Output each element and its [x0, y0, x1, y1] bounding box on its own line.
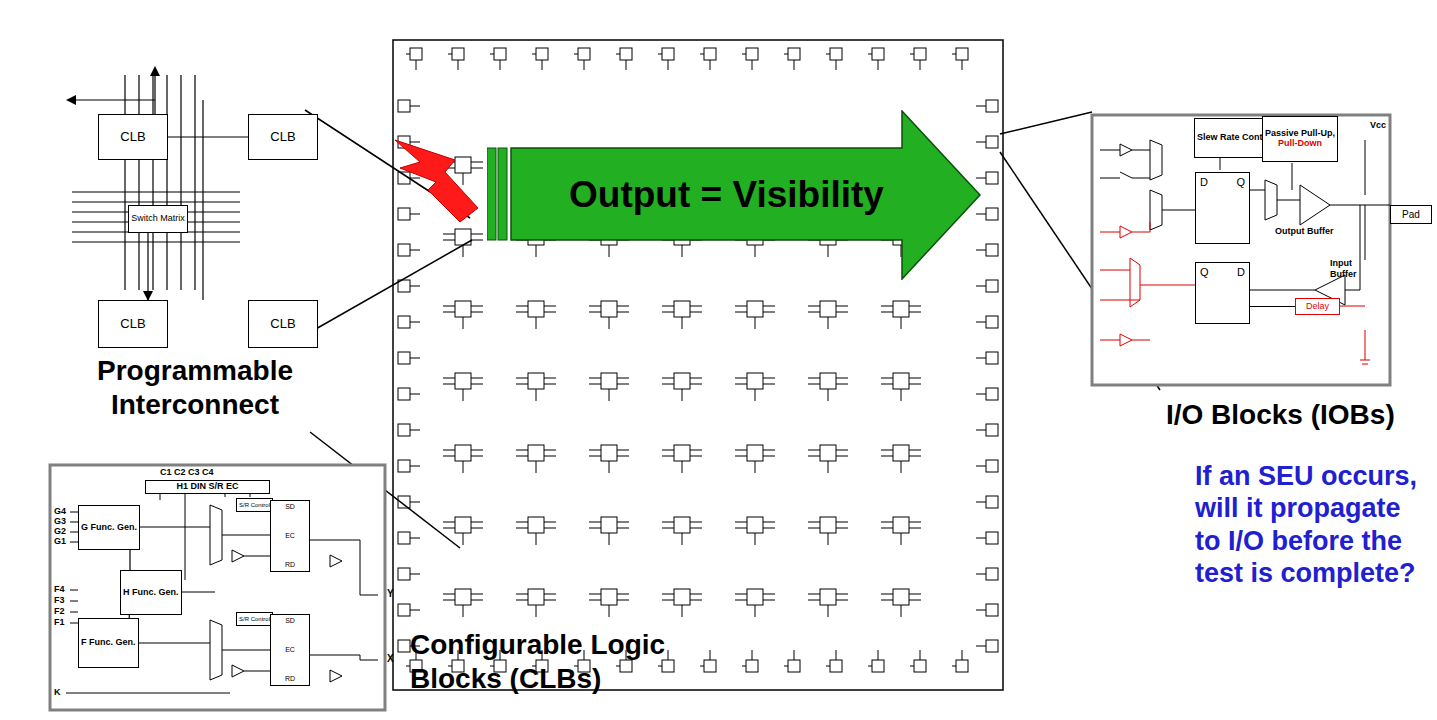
node-text: SD — [285, 617, 295, 625]
node-text: D — [1200, 176, 1208, 188]
signal-name: Output Buffer — [1275, 226, 1335, 237]
node-text: CLB — [270, 130, 295, 144]
node-text: S/R Control — [239, 616, 270, 623]
connector — [1250, 306, 1295, 307]
seu-lightning-bolt — [395, 140, 478, 222]
signal-name: G2 — [54, 526, 74, 537]
node-text: H Func. Gen. — [123, 588, 179, 598]
signal-name: F1 — [54, 617, 74, 628]
question-note: If an SEU occurs, will it propagate to I… — [1195, 460, 1433, 590]
chip-grid — [398, 48, 998, 672]
logic-box: Delay — [1295, 298, 1340, 315]
section-title: Programmable Interconnect — [60, 354, 330, 421]
connector — [168, 136, 248, 137]
section-title: I/O Blocks (IOBs) — [1166, 398, 1436, 432]
signal-name: Input Buffer — [1330, 258, 1380, 280]
logic-box: CLB — [98, 300, 168, 348]
node-text: Pull-Down — [1278, 139, 1322, 149]
clb-internals — [66, 493, 378, 693]
signal-name: X — [387, 653, 399, 665]
logic-box: H1 DIN S/R EC — [145, 480, 270, 494]
signal-name: G1 — [54, 536, 74, 547]
logic-box: S/R Control — [236, 612, 273, 626]
signal-name: G3 — [54, 516, 74, 527]
clb-flip-flop: SD EC RD — [270, 500, 310, 572]
node-text: SD — [285, 503, 295, 511]
node-text: Pad — [1402, 209, 1420, 220]
leader-lines — [300, 110, 1160, 548]
interconnect-wires — [68, 68, 240, 300]
iob-inset-frame — [1092, 115, 1390, 385]
clb-flip-flop: SD EC RD — [270, 614, 310, 686]
signal-name: Vcc — [1370, 120, 1400, 131]
connector — [129, 550, 130, 570]
node-text: CLB — [120, 130, 145, 144]
node-text: CLB — [120, 317, 145, 331]
node-text: Q — [1236, 176, 1245, 188]
node-text: Output = Visibility — [569, 175, 884, 216]
logic-box: CLB — [248, 114, 318, 160]
signal-name: F4 — [54, 584, 74, 595]
signal-name: G4 — [54, 506, 74, 517]
node-text: EC — [285, 532, 295, 540]
section-title: Configurable Logic Blocks (CLBs) — [410, 628, 710, 695]
logic-box: H Func. Gen. — [120, 570, 182, 615]
logic-box: Pad — [1390, 205, 1432, 224]
output-arrow: Output = Visibility — [487, 110, 982, 280]
clb-inset-frame — [50, 465, 385, 710]
node-text: Passive Pull-Up, — [1265, 129, 1335, 139]
signal-name: F2 — [54, 606, 74, 617]
logic-box: F Func. Gen. — [78, 618, 139, 668]
node-text: Delay — [1306, 302, 1329, 312]
signal-name: Y — [387, 588, 399, 600]
node-text: D — [1237, 266, 1245, 278]
flip-flop: QD — [1195, 262, 1250, 324]
logic-box: Switch Matrix — [128, 205, 188, 233]
logic-box: Passive Pull-Up,Pull-Down — [1262, 116, 1338, 162]
signal-name: C1 C2 C3 C4 — [160, 467, 260, 478]
logic-box: CLB — [248, 300, 318, 348]
node-text: Q — [1200, 266, 1209, 278]
logic-box: G Func. Gen. — [78, 505, 140, 550]
node-text: CLB — [270, 317, 295, 331]
node-text: RD — [285, 561, 295, 569]
node-text: S/R Control — [239, 502, 270, 509]
signal-name: K — [54, 687, 66, 698]
fpga-chip — [393, 40, 1003, 690]
logic-box: S/R Control — [236, 498, 273, 512]
node-text: F Func. Gen. — [81, 638, 136, 648]
node-text: Switch Matrix — [131, 214, 185, 224]
node-text: G Func. Gen. — [81, 523, 137, 533]
node-text: H1 DIN S/R EC — [176, 482, 238, 492]
flip-flop: DQ — [1195, 172, 1250, 244]
connector — [147, 233, 148, 300]
node-text: RD — [285, 675, 295, 683]
logic-box: CLB — [98, 114, 168, 160]
signal-name: F3 — [54, 595, 74, 606]
node-text: EC — [285, 646, 295, 654]
